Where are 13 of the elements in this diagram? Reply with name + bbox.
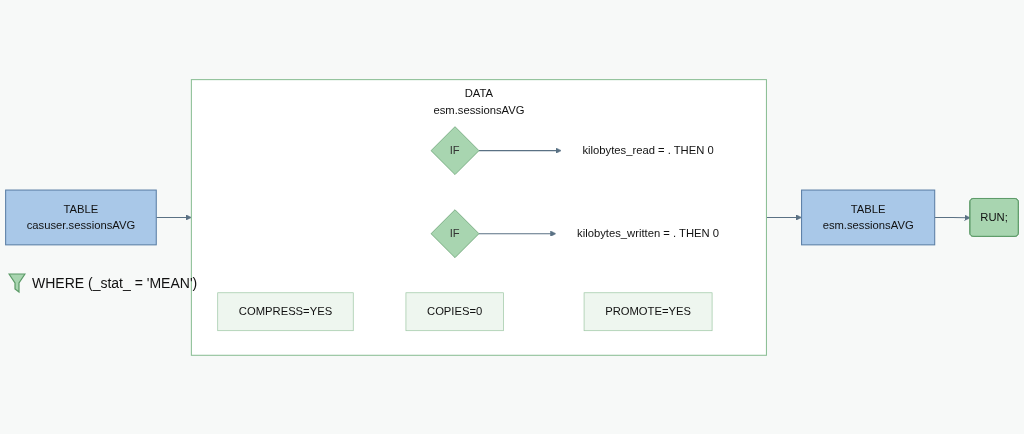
node-text: kilobytes_read = . THEN 0: [582, 143, 714, 156]
filter-condition-text: WHERE (_stat_ = 'MEAN'): [32, 275, 198, 291]
arrow: [934, 214, 971, 221]
node-box: COPIES=0: [405, 291, 504, 331]
node-box: PROMOTE=YES: [583, 291, 713, 331]
node-box: COMPRESS=YES: [217, 291, 354, 331]
node-text: kilobytes_written = . THEN 0: [577, 226, 720, 239]
node-box: TABLE casuser.sessionsAVG: [5, 189, 157, 245]
arrow: [478, 230, 557, 237]
arrow: [478, 147, 562, 154]
node-box: TABLE esm.sessionsAVG: [801, 189, 936, 245]
node-diamond: IF: [430, 208, 480, 258]
node-diamond: IF: [430, 125, 480, 175]
